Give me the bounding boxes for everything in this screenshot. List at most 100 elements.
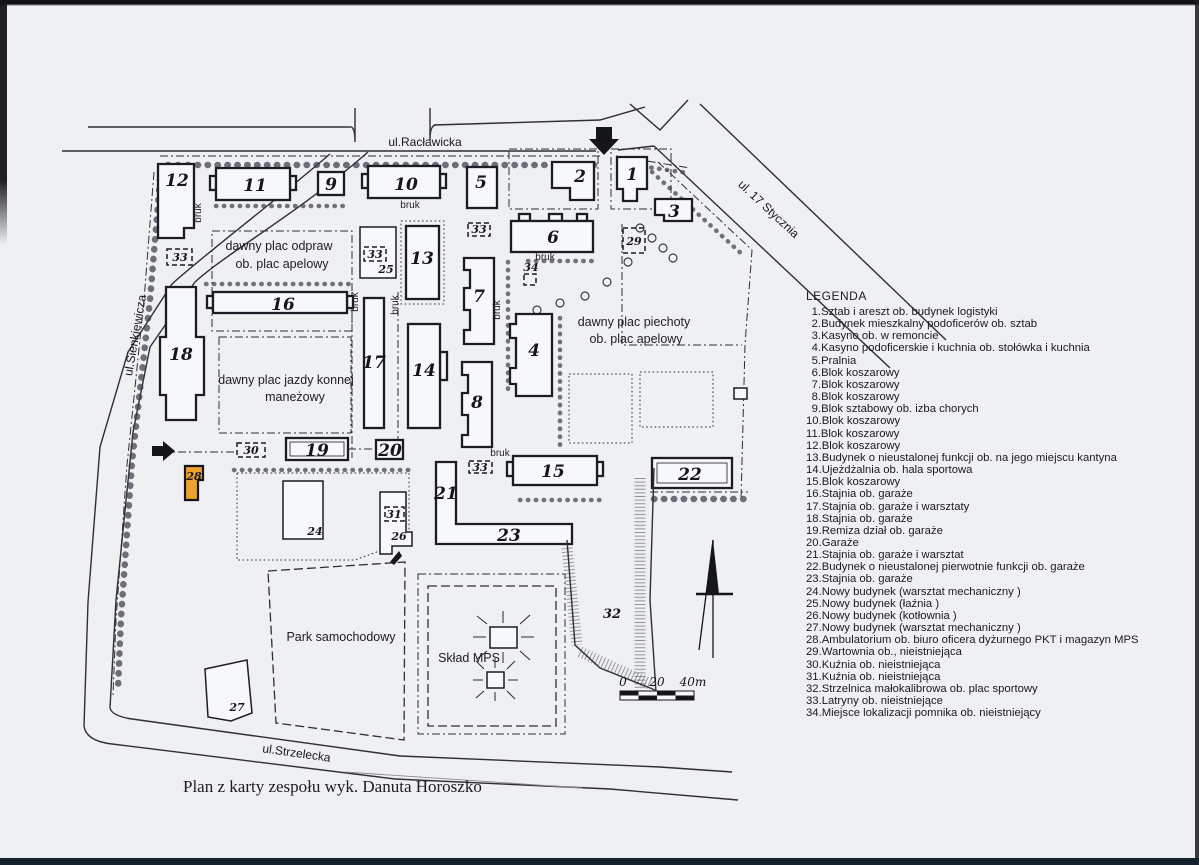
label-plac-jazdy-2: maneżowy	[265, 390, 325, 404]
building-19	[284, 436, 350, 462]
entrance-arrow-north	[589, 127, 619, 155]
legend-item: 22.Budynek o nieustalonej pierwotnie fun…	[806, 561, 1085, 574]
legend-item: 19.Remiza dział ob. garaże	[806, 524, 943, 537]
site-29	[622, 227, 646, 254]
legend-item: 24.Nowy budynek (warsztat mechaniczny )	[806, 585, 1021, 598]
legend-item: 30.Kuźnia ob. nieistniejąca	[806, 658, 941, 671]
site-33-b	[363, 246, 387, 262]
label-bruk-5: bruk	[350, 291, 361, 311]
legend-item: 17.Stajnia ob. garaże i warsztaty	[806, 500, 970, 513]
num-13: 13	[410, 249, 434, 269]
num-26: 26	[390, 530, 407, 543]
site-33-a	[166, 248, 193, 266]
label-plac-piechoty-1: dawny plac piechoty	[578, 315, 691, 329]
legend-item: 9.Blok sztabowy ob. izba chorych	[806, 403, 979, 416]
park-outline	[267, 561, 406, 741]
num-2: 2	[573, 167, 586, 187]
legend-item: 33.Latryny ob. nieistniejące	[806, 695, 943, 707]
legend-item: 8.Blok koszarowy	[806, 391, 900, 404]
legend-item: 31.Kuźnia ob. nieistniejąca	[806, 670, 941, 683]
legend-item: 4.Kasyno podoficerskie i kuchnia ob. sto…	[806, 342, 1090, 355]
num-33-d: 33	[472, 461, 488, 474]
building-20	[374, 438, 405, 461]
legend-item: 13.Budynek o nieustalonej funkcji ob. na…	[806, 451, 1117, 464]
legend-item: 20.Garaże	[806, 536, 859, 549]
legend-item: 14.Ujeżdżalnia ob. hala sportowa	[806, 464, 973, 477]
num-15: 15	[541, 462, 565, 482]
legend-item: 6.Blok koszarowy	[806, 366, 900, 379]
building-18	[158, 285, 206, 422]
num-21: 21	[433, 484, 458, 504]
building-2	[550, 160, 596, 202]
scale-bar: 0 20 40m	[619, 675, 707, 701]
building-16	[211, 290, 349, 315]
building-15	[511, 454, 599, 487]
num-5: 5	[475, 173, 487, 193]
label-plac-odpraw-2: ob. plac apelowy	[235, 257, 329, 271]
legend-item: 29.Wartownia ob., nieistniejąca	[806, 646, 962, 659]
site-34	[523, 273, 537, 286]
num-34: 34	[523, 261, 538, 274]
building-4	[508, 312, 554, 398]
num-22: 22	[677, 465, 702, 485]
num-10: 10	[394, 175, 418, 195]
num-18: 18	[169, 345, 193, 365]
num-31: 31	[386, 508, 401, 521]
label-bruk-6: bruk	[390, 294, 401, 314]
legend-item: 16.Stajnia ob. garaże	[806, 488, 913, 501]
building-7	[462, 256, 496, 346]
entrance-arrow-west	[152, 441, 175, 461]
north-arrow	[696, 539, 733, 658]
building-12	[156, 162, 196, 240]
scan-edge-bottom	[0, 858, 1199, 865]
buildings	[156, 155, 734, 722]
scan-edge-right	[1195, 0, 1199, 865]
scale-20: 20	[648, 675, 665, 689]
legend-item: 3.Kasyno ob. w remoncie	[806, 330, 939, 343]
building-10	[366, 164, 442, 200]
num-17: 17	[362, 353, 386, 373]
building-numbers: 12 11 9 10 5 2 1 3 6 13 7 8 4 14 16 17 1…	[165, 165, 702, 714]
street-raclawicka-label: ul.Racławicka	[388, 135, 462, 149]
site-30	[236, 442, 266, 458]
num-33-c: 33	[471, 223, 487, 236]
legend-item: 2.Budynek mieszkalny podoficerów ob. szt…	[806, 318, 1038, 331]
num-6: 6	[547, 228, 559, 248]
legend-item: 5.Pralnia	[806, 354, 857, 367]
num-16: 16	[271, 295, 295, 315]
building-17	[362, 296, 386, 430]
building-5	[465, 165, 499, 210]
building-25	[359, 226, 397, 279]
num-11: 11	[243, 176, 267, 196]
label-bruk-2: bruk	[535, 252, 555, 263]
legend-item: 1.Sztab i areszt ob. budynek logistyki	[806, 306, 998, 318]
num-30: 30	[243, 444, 259, 457]
legend-item: 23.Stajnia ob. garaże	[806, 573, 913, 586]
area-labels: dawny plac odpraw ob. plac apelowy dawny…	[193, 200, 691, 665]
num-20: 20	[377, 441, 402, 461]
num-33-a: 33	[172, 251, 188, 264]
num-1: 1	[626, 165, 638, 185]
label-plac-odpraw-1: dawny plac odpraw	[225, 239, 333, 253]
num-19: 19	[305, 441, 329, 461]
site-31	[384, 506, 405, 522]
fences-and-trees	[112, 155, 753, 696]
scale-40m: 40m	[679, 675, 707, 689]
building-6	[509, 219, 595, 254]
label-plac-piechoty-2: ob. plac apelowy	[589, 332, 683, 346]
nonexistent-structures	[166, 222, 646, 522]
legend-item: 11.Blok koszarowy	[806, 427, 900, 440]
plaza-outlines	[162, 148, 742, 561]
legend-item: 10.Blok koszarowy	[806, 415, 901, 428]
legend-title: LEGENDA	[806, 289, 867, 303]
building-24	[282, 480, 324, 540]
site-33-d	[468, 460, 493, 474]
legend-item: 15.Blok koszarowy	[806, 476, 901, 489]
building-1	[615, 155, 649, 203]
num-12: 12	[165, 171, 189, 191]
building-8	[460, 360, 494, 449]
legend-item: 7.Blok koszarowy	[806, 378, 900, 391]
legend-item: 28.Ambulatorium ob. biuro oficera dyżurn…	[806, 634, 1139, 647]
num-8: 8	[470, 393, 483, 413]
